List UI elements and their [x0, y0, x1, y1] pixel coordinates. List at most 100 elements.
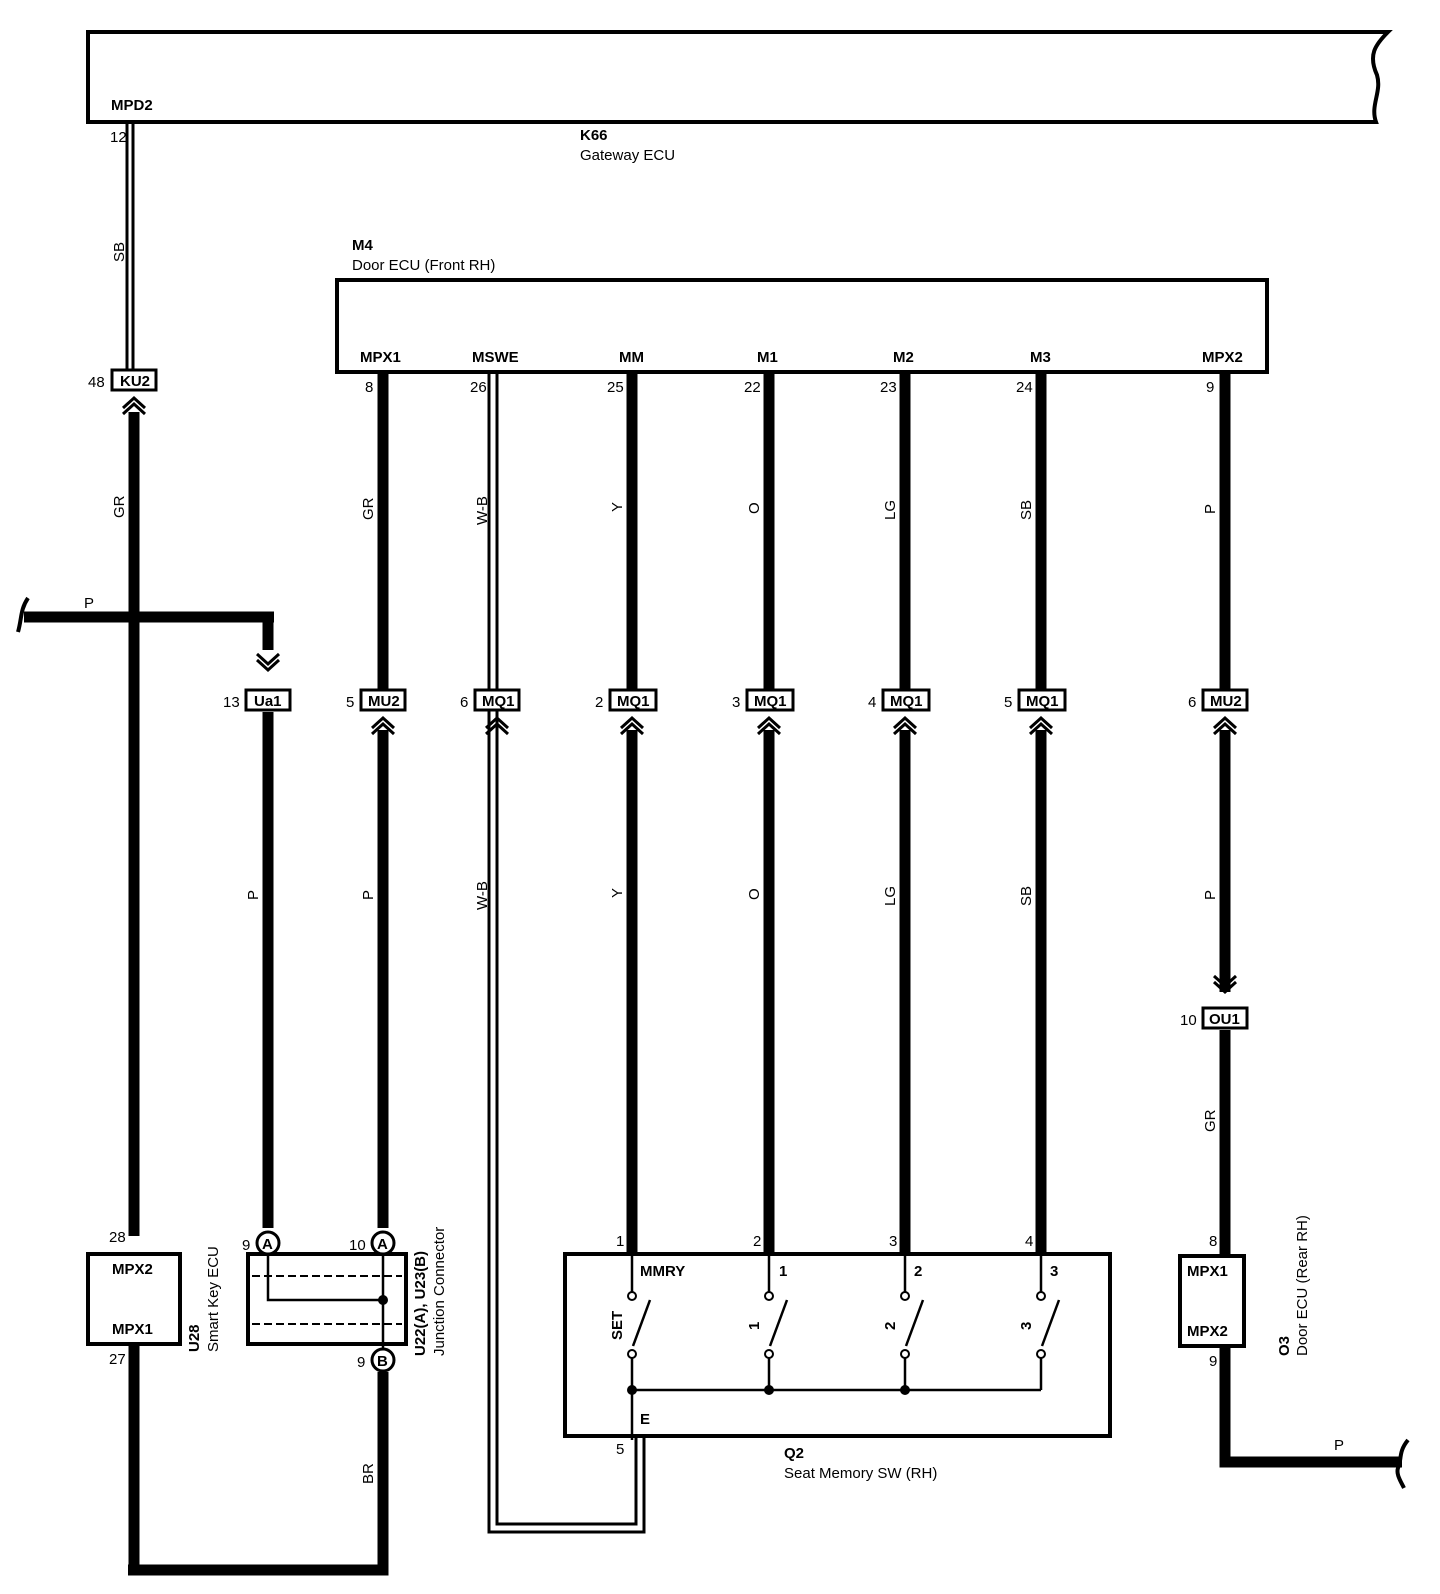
smart-key-id: U28	[186, 1324, 203, 1352]
terminal-label: MSWE	[472, 349, 519, 366]
pin: 4	[1025, 1233, 1033, 1250]
connector-pin: 3	[732, 694, 740, 711]
wire-color: P	[1334, 1437, 1344, 1454]
wire-color: P	[1202, 504, 1219, 514]
connector-name: MQ1	[754, 693, 787, 710]
pin: 28	[109, 1229, 126, 1246]
door-ecu-rear-rh: 8 MPX1 MPX2 9 O3 Door ECU (Rear RH)	[1178, 1215, 1311, 1370]
connector-pin: 13	[223, 694, 240, 711]
terminal-label: MM	[619, 349, 644, 366]
pin: 8	[1209, 1233, 1217, 1250]
wire-color: Y	[609, 888, 626, 898]
terminal: MMRY	[640, 1263, 685, 1280]
connector-mu2-6: MU2 6	[1188, 688, 1249, 736]
terminal-pin: 23	[880, 379, 897, 396]
terminal: MPX2	[112, 1261, 153, 1278]
connector-name: MQ1	[617, 693, 650, 710]
pin: 5	[616, 1441, 624, 1458]
connector-mq1-2: MQ1 2	[595, 688, 658, 736]
wire-color: P	[245, 890, 262, 900]
connector-pin: 10	[1180, 1012, 1197, 1029]
wire-color: SB	[1018, 886, 1035, 906]
terminal-pin: 8	[365, 379, 373, 396]
terminal-pin: 24	[1016, 379, 1033, 396]
terminal-pin: 9	[1206, 379, 1214, 396]
wire-color-sb: SB	[111, 242, 128, 262]
door-rr-name: Door ECU (Rear RH)	[1294, 1215, 1311, 1356]
terminal-pin: 25	[607, 379, 624, 396]
terminal-label: M3	[1030, 349, 1051, 366]
connector-name: MU2	[1210, 693, 1242, 710]
junction-connector: A A B 9 10 9 U22(A), U23(B) Junction Con…	[242, 1227, 448, 1373]
pin: 2	[753, 1233, 761, 1250]
terminal-label: MPX1	[360, 349, 401, 366]
terminal: MPX2	[1187, 1323, 1228, 1340]
wire-color-gr: GR	[111, 495, 128, 518]
wire-color: GR	[360, 497, 377, 520]
junction-id: U22(A), U23(B)	[412, 1251, 429, 1356]
connector-mq1-3: MQ1 3	[732, 688, 795, 736]
wire-p-bus: P	[16, 595, 274, 650]
door-fr-name: Door ECU (Front RH)	[352, 257, 495, 274]
wire-color: O	[746, 502, 763, 514]
wire-color: W-B	[474, 881, 491, 910]
wire-rear-out	[1219, 1348, 1402, 1468]
wire-color: P	[1202, 890, 1219, 900]
smart-key-name: Smart Key ECU	[205, 1246, 222, 1352]
seat-memory-switch: 1 2 3 4 MMRY 1 2 3 SET	[563, 1233, 1112, 1482]
terminal: 1	[779, 1263, 787, 1280]
wire-color: Y	[609, 502, 626, 512]
wire-color: SB	[1018, 500, 1035, 520]
wire-color: LG	[882, 886, 899, 906]
wire-color: P	[360, 890, 377, 900]
wire-color-p: P	[84, 595, 94, 612]
connector-mq1-4: MQ1 4	[868, 688, 931, 736]
terminal: 2	[914, 1263, 922, 1280]
seat-sw-name: Seat Memory SW (RH)	[784, 1465, 937, 1482]
connector-ua1: Ua1 13	[223, 652, 292, 712]
door-ecu-front-rh: M4 Door ECU (Front RH) MPX1 MSWE MM M1 M…	[335, 237, 1269, 396]
connector-name: Ua1	[254, 693, 282, 710]
wire-color: W-B	[474, 496, 491, 525]
terminal-pin: 26	[470, 379, 487, 396]
connector-name: MQ1	[1026, 693, 1059, 710]
door-rr-id: O3	[1276, 1336, 1293, 1356]
gateway-pin-number: 12	[110, 129, 127, 146]
wire-gateway-ku2: SB	[111, 124, 135, 370]
terminal-pin: 22	[744, 379, 761, 396]
connector-ou1: OU1 10	[1180, 974, 1249, 1030]
terminal-label: M2	[893, 349, 914, 366]
pin: 10	[349, 1237, 366, 1254]
pin: 3	[889, 1233, 897, 1250]
terminal: MPX1	[1187, 1263, 1228, 1280]
wire-color: GR	[1202, 1109, 1219, 1132]
door-fr-id: M4	[352, 237, 373, 254]
connector-name: OU1	[1209, 1011, 1240, 1028]
junction-tag: A	[377, 1236, 388, 1253]
connector-pin: 5	[346, 694, 354, 711]
pin: 9	[242, 1237, 250, 1254]
terminal: 3	[1050, 1263, 1058, 1280]
terminal: MPX1	[112, 1321, 153, 1338]
pin: 9	[1209, 1353, 1217, 1370]
connector-name: KU2	[120, 373, 150, 390]
smart-key-ecu: 28 MPX2 MPX1 27 U28 Smart Key ECU	[86, 1229, 222, 1368]
junction-tag: A	[262, 1236, 273, 1253]
pin: 1	[616, 1233, 624, 1250]
gateway-name: Gateway ECU	[580, 147, 675, 164]
pin: 9	[357, 1354, 365, 1371]
switch-label: 2	[882, 1322, 899, 1330]
seat-sw-id: Q2	[784, 1445, 804, 1462]
wire-color: LG	[882, 500, 899, 520]
connector-mq1-6: MQ1 6	[460, 688, 521, 736]
wire-junction-br	[128, 1372, 389, 1576]
gateway-id: K66	[580, 127, 608, 144]
ground-terminal: E	[640, 1411, 650, 1428]
connector-name: MQ1	[890, 693, 923, 710]
gateway-pin-label: MPD2	[111, 97, 153, 114]
connector-name: MQ1	[482, 693, 515, 710]
connector-pin: 6	[460, 694, 468, 711]
terminal-label: MPX2	[1202, 349, 1243, 366]
wire-mswe: W-B W-B	[474, 374, 646, 1534]
